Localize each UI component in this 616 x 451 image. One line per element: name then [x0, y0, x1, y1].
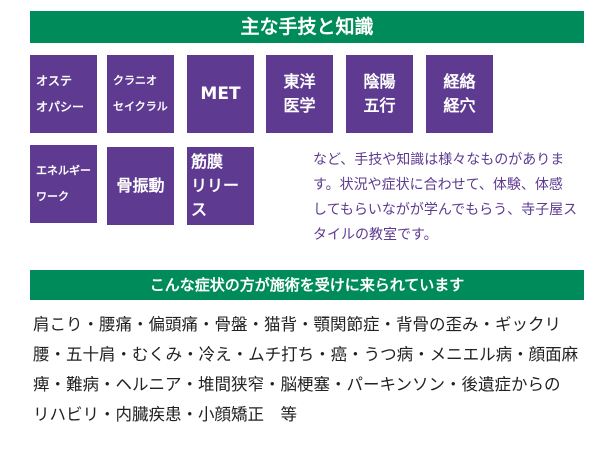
tile-fascia-release: 筋膜 リリース	[187, 147, 254, 225]
tile-yin-yang: 陰陽 五行	[346, 55, 413, 133]
description-line: タイルの教室です。	[313, 227, 438, 243]
symptoms-line: リハビリ・内臓疾患・小顔矯正 等	[33, 405, 297, 424]
tile-meridian: 経絡 経穴	[426, 55, 493, 133]
description-line: す。状況や症状に合わせて、体験、体感	[313, 177, 563, 193]
symptoms-list: 肩こり・腰痛・偏頭痛・骨盤・猫背・顎関節症・背骨の歪み・ギックリ 腰・五十肩・む…	[33, 310, 578, 430]
description-line: してもらいながが学んでもらう、寺子屋ス	[313, 202, 578, 218]
symptoms-line: 肩こり・腰痛・偏頭痛・骨盤・猫背・顎関節症・背骨の歪み・ギックリ	[33, 315, 561, 334]
tile-craniosacral: クラニオ セイクラル	[107, 55, 174, 133]
description-line: など、手技や知識は様々なものがありま	[313, 152, 565, 168]
section-title-techniques: 主な手技と知識	[30, 11, 584, 43]
symptoms-line: 腰・五十肩・むくみ・冷え・ムチ打ち・癌・うつ病・メニエル病・顔面麻	[33, 345, 579, 364]
tile-oriental-medicine: 東洋 医学	[266, 55, 333, 133]
tile-osteopathy: オステ オパシー	[30, 55, 97, 133]
tile-met: MET	[187, 55, 254, 133]
symptoms-line: 痺・難病・ヘルニア・堆間狭窄・脳梗塞・パーキンソン・後遺症からの	[33, 375, 561, 394]
tile-energy-work: エネルギー ワーク	[30, 145, 97, 223]
section-title-symptoms: こんな症状の方が施術を受けに来られています	[30, 270, 584, 300]
techniques-description: など、手技や知識は様々なものがありま す。状況や症状に合わせて、体験、体感 して…	[313, 148, 593, 248]
tile-bone-vibration: 骨振動	[107, 147, 174, 225]
